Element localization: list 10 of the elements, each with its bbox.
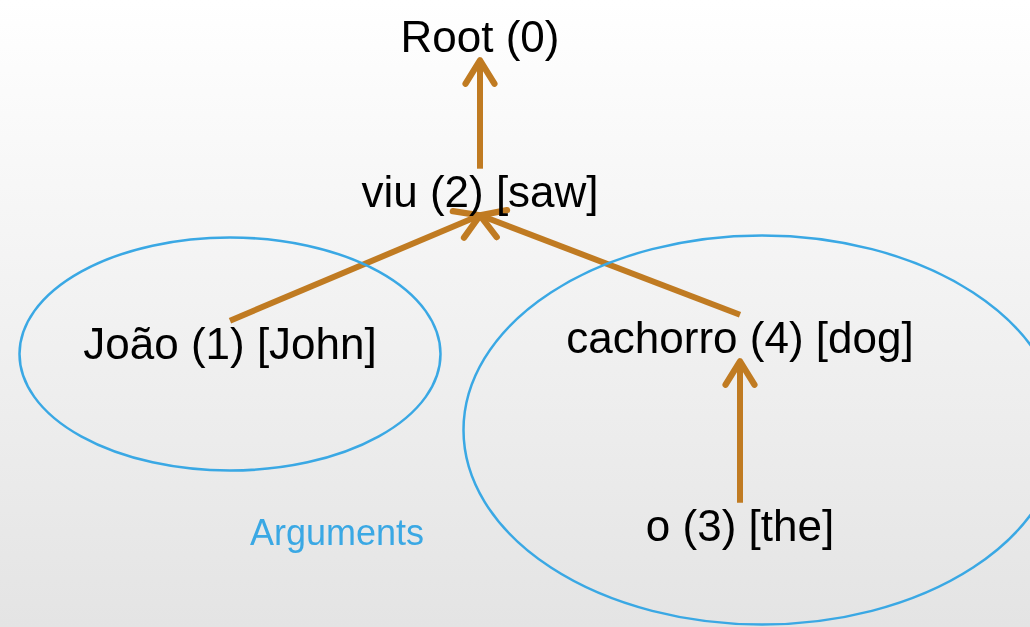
arrow [476,207,742,318]
arrow [722,358,758,503]
word-label: viu (2) [saw] [361,166,599,218]
group-label: Arguments [250,511,425,555]
argument-ellipse [18,236,442,472]
word-label: cachorro (4) [dog] [566,312,914,364]
word-label: João (1) [John] [83,318,377,370]
word-label: o (3) [the] [645,500,835,552]
arrow [462,57,498,169]
word-label: Root (0) [400,11,560,63]
